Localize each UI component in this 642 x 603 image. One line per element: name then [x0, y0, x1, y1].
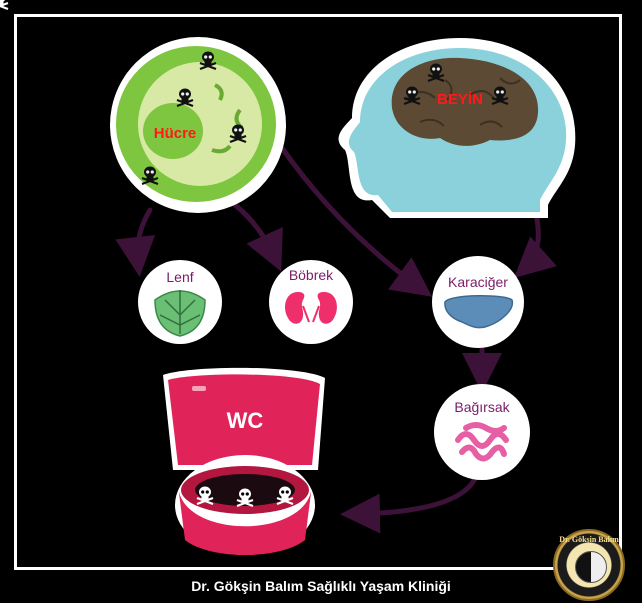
cell-illustration: Hücre — [110, 37, 286, 213]
lymph-node: Lenf — [138, 260, 222, 344]
toilet-skull-icon — [0, 0, 10, 11]
liver-node: Karaciğer — [432, 256, 524, 348]
toilet-label: WC — [227, 408, 264, 433]
arrow-cell-to-kidney — [232, 202, 283, 272]
arrow-brain-to-liver — [513, 207, 557, 279]
toilet-illustration: WC — [0, 0, 325, 555]
arrow-cell-to-liver — [279, 145, 433, 297]
liver-label: Karaciğer — [448, 274, 508, 290]
kidney-label: Böbrek — [289, 267, 334, 283]
head-illustration: BEYİN — [338, 38, 576, 218]
lymph-label: Lenf — [166, 269, 193, 285]
kidney-icon — [285, 292, 337, 324]
liver-icon — [444, 294, 514, 329]
diagram-frame — [14, 14, 622, 570]
logo-text: Dr. Gökşin Balım — [559, 535, 619, 544]
intestine-icon — [455, 422, 509, 462]
intestine-label: Bağırsak — [454, 399, 510, 415]
kidney-node: Böbrek — [269, 260, 353, 344]
lymph-icon — [154, 290, 206, 337]
arrow-cell-to-lymph — [115, 207, 156, 277]
footer-caption: Dr. Gökşin Balım Sağlıklı Yaşam Kliniği — [191, 578, 451, 594]
arrow-intestine-to-toilet — [340, 467, 481, 534]
brain-label: BEYİN — [437, 91, 483, 108]
yin-yang-icon — [575, 551, 607, 583]
clinic-logo: Dr. Gökşin Balım — [553, 529, 625, 601]
cell-label: Hücre — [154, 125, 197, 142]
intestine-node: Bağırsak — [434, 384, 530, 480]
